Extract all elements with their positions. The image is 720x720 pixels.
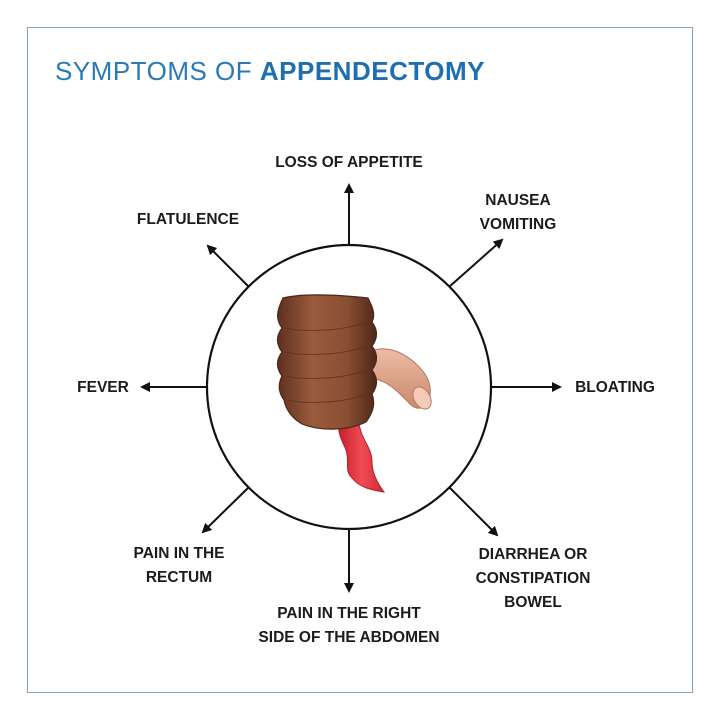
symptom-diarrhea-constipation: DIARRHEA OR CONSTIPATION BOWEL [475,546,591,611]
symptom-flatulence: FLATULENCE [136,211,240,228]
symptom-loss-of-appetite: LOSS OF APPETITE [275,154,423,171]
page-title: SYMPTOMS OF APPENDECTOMY [55,56,485,87]
colon-folds [285,321,369,403]
colon-illustration [276,294,378,430]
symptom-nausea-vomiting: NAUSEA VOMITING [479,192,557,233]
inflamed-appendix-illustration [338,416,386,493]
arrow-bottom-right [448,486,499,537]
symptom-fever: FEVER [77,379,129,396]
symptom-bloating: BLOATING [575,379,655,396]
appendix-illustration [367,348,432,410]
arrow-top-left [206,244,250,288]
frame-border [27,27,693,693]
title-emphasis: APPENDECTOMY [259,56,485,86]
symptom-pain-rectum: PAIN IN THE RECTUM [133,545,225,586]
symptom-pain-right-abdomen: PAIN IN THE RIGHT SIDE OF THE ABDOMEN [258,605,440,646]
title-prefix: SYMPTOMS OF [55,56,260,86]
arrow-bottom-left [201,486,250,534]
arrow-top-right [448,238,504,288]
